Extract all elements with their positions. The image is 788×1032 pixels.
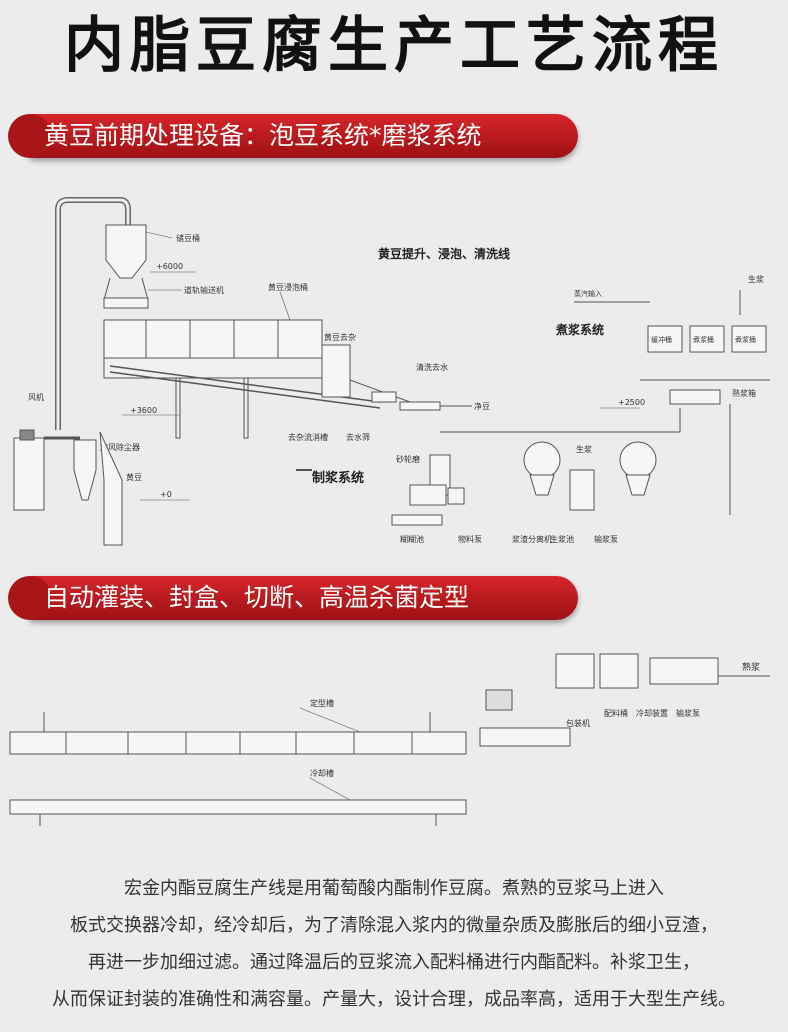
label-slurry-pump: 输浆泵	[594, 534, 618, 544]
label-cooked-box: 熟浆箱	[732, 388, 756, 398]
label-steam-in: 蒸汽输入	[574, 289, 602, 298]
label-paste-pool: 糊糊池	[400, 534, 424, 544]
description-line: 从而保证封装的准确性和满容量。产量大，设计合理，成品率高，适用于大型生产线。	[52, 989, 736, 1010]
label-storage-bin: 储豆桶	[176, 233, 200, 243]
description-line: 再进一步加细过滤。通过降温后的豆浆流入配料桶进行内酯配料。补浆卫生，	[88, 952, 700, 973]
label-fan: 风机	[28, 392, 44, 402]
description: 宏金内酯豆腐生产线是用葡萄酸内酯制作豆腐。煮熟的豆浆马上进入 板式交换器冷却，经…	[0, 870, 788, 1018]
description-line: 宏金内酯豆腐生产线是用葡萄酸内酯制作豆腐。煮熟的豆浆马上进入	[124, 878, 664, 899]
label-elev-2500: +2500	[618, 398, 645, 407]
label-dewater-screen: 去水筛	[346, 432, 370, 442]
label-pump: 输浆泵	[676, 708, 700, 718]
label-wash-water: 清洗去水	[416, 362, 448, 372]
label-cook-system: 煮浆系统	[555, 322, 604, 337]
label-line-title: 黄豆提升、浸泡、清洗线	[378, 246, 510, 261]
label-cook-tank2: 煮浆桶	[735, 335, 756, 344]
label-material-pump: 物料泵	[458, 534, 482, 544]
section1-banner-text: 黄豆前期处理设备：泡豆系统*磨浆系统	[44, 121, 482, 150]
label-raw-slurry2: 生浆	[576, 444, 592, 454]
label-elev-3600: +3600	[130, 406, 157, 415]
label-elev-0: +0	[160, 490, 172, 499]
label-forming-tank: 定型槽	[310, 698, 334, 708]
label-cook-tank1: 煮浆桶	[693, 335, 714, 344]
section2-banner: 自动灌装、封盒、切断、高温杀菌定型	[8, 576, 578, 620]
label-elev-6000: +6000	[156, 262, 183, 271]
label-soak-tank: 黄豆浸泡桶	[268, 282, 308, 292]
label-pulp-system: 制浆系统	[312, 470, 364, 486]
section1-banner: 黄豆前期处理设备：泡豆系统*磨浆系统	[8, 114, 578, 158]
page-title: 内脂豆腐生产工艺流程	[64, 11, 724, 81]
label-cooked-slurry: 熟浆	[742, 661, 760, 673]
label-packer: 包装机	[566, 718, 590, 728]
label-raw-pool: 生浆池	[550, 534, 574, 544]
bean-processing-diagram: 储豆桶 +6000 道轨输送机 黄豆浸泡桶 黄豆去杂 清洗去水 净豆 黄豆提升、…	[13, 197, 770, 546]
label-cooling-device: 冷却装置	[636, 708, 668, 718]
label-cyclone: 旋风除尘器	[100, 442, 140, 452]
label-clean-bean: 净豆	[474, 401, 490, 411]
label-soybean: 黄豆	[126, 472, 142, 482]
section2-banner-text: 自动灌装、封盒、切断、高温杀菌定型	[44, 583, 470, 612]
label-buffer-tank: 缓冲桶	[651, 335, 672, 344]
label-cooling-tank: 冷却槽	[310, 768, 334, 778]
packing-diagram: 定型槽 冷却槽 包装机 熟浆 配料桶 冷却装置 输浆泵	[9, 653, 770, 826]
label-separator: 浆渣分离机	[512, 534, 552, 544]
label-destone-tank: 去杂流消槽	[288, 432, 328, 442]
label-raw-slurry: 生浆	[748, 274, 764, 284]
label-destoner: 黄豆去杂	[324, 332, 356, 342]
label-track-conveyor: 道轨输送机	[184, 285, 224, 295]
description-line: 板式交换器冷却，经冷却后，为了清除混入浆内的微量杂质及膨胀后的细小豆渣，	[70, 915, 718, 936]
label-mix-tank: 配料桶	[604, 708, 628, 718]
label-grinder: 砂轮磨	[396, 454, 420, 464]
